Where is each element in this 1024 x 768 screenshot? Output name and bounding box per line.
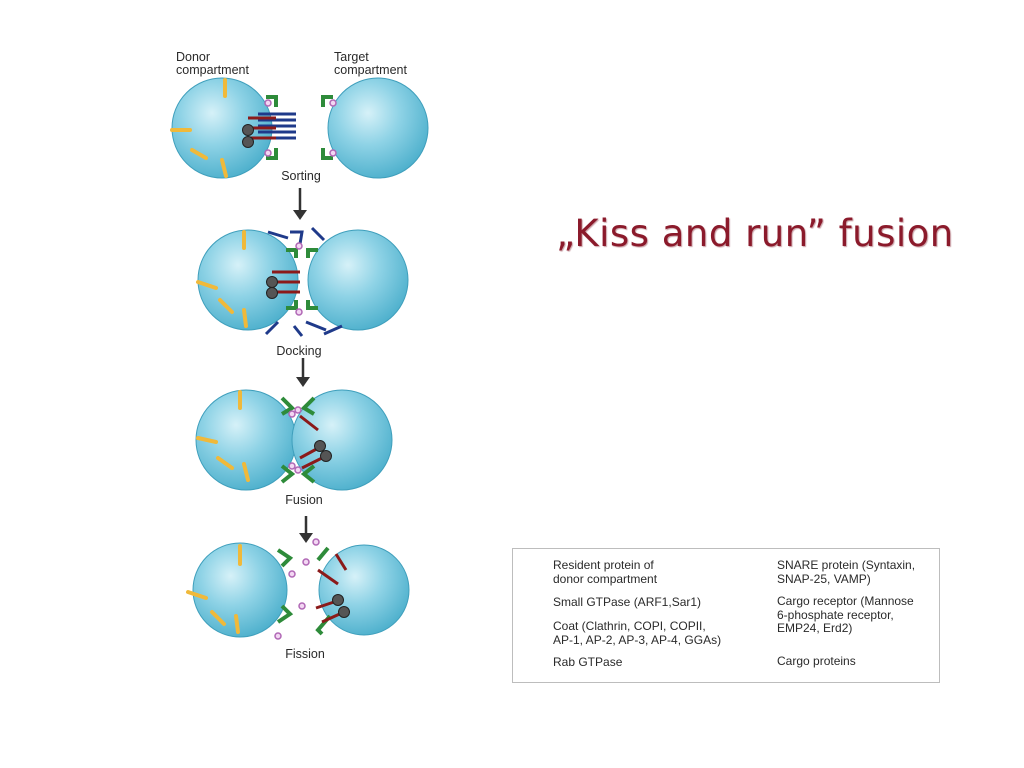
stage-sorting [170,77,429,179]
cargo-protein [242,124,254,136]
cargo-protein [338,606,350,618]
cargo-protein [320,450,332,462]
cargo-protein [242,136,254,148]
stage-label-docking: Docking [276,344,322,358]
legend-item-snare: SNARE protein (Syntaxin, SNAP-25, VAMP) [777,558,916,586]
cargo-protein [332,594,344,606]
target-compartment [307,229,409,331]
rab-gtpases [288,406,302,474]
stage-label-fission: Fission [285,647,325,661]
rab-gtpases [295,242,303,316]
arrow-down [296,358,310,387]
snare-proteins [286,248,318,310]
stage-fusion [195,389,393,491]
cargo-protein [314,440,326,452]
resident-proteins [196,390,250,482]
target-compartment [291,389,393,491]
small-gtpases [264,99,337,157]
stage-label-sorting: Sorting [281,169,321,183]
small-gtpases [274,538,320,640]
donor-compartment-label: Donor compartment [176,50,249,77]
cargo-protein [266,276,278,288]
legend: Resident protein of donor compartment Sm… [512,548,940,683]
legend-item-resident: Resident protein of donor compartment [553,558,658,586]
target-compartment [327,77,429,179]
legend-item-cargo-proteins: Cargo proteins [777,654,856,668]
donor-compartment [192,542,288,638]
arrow-down [293,188,307,220]
target-compartment-label: Target compartment [334,50,407,77]
cargo-protein [266,287,278,299]
slide-title: „Kiss and run” fusion [556,212,954,255]
stage-docking [196,226,409,337]
resident-proteins [196,230,248,328]
target-compartment [318,544,410,636]
snare-proteins [280,396,316,484]
stage-label-fusion: Fusion [285,493,323,507]
legend-item-coat: Coat (Clathrin, COPI, COPII, AP-1, AP-2,… [553,619,722,647]
resident-proteins [186,544,242,634]
legend-item-rab-gtpase: Rab GTPase [553,655,623,669]
released-coat [264,226,343,337]
arrow-down [299,516,313,543]
legend-item-cargo-receptor: Cargo receptor (Mannose 6-phosphate rece… [777,594,914,635]
snare-proteins [266,95,333,160]
stage-fission [186,538,410,640]
legend-item-small-gtpase: Small GTPase (ARF1,Sar1) [553,595,702,609]
resident-proteins [170,78,228,178]
donor-compartment [197,229,299,331]
